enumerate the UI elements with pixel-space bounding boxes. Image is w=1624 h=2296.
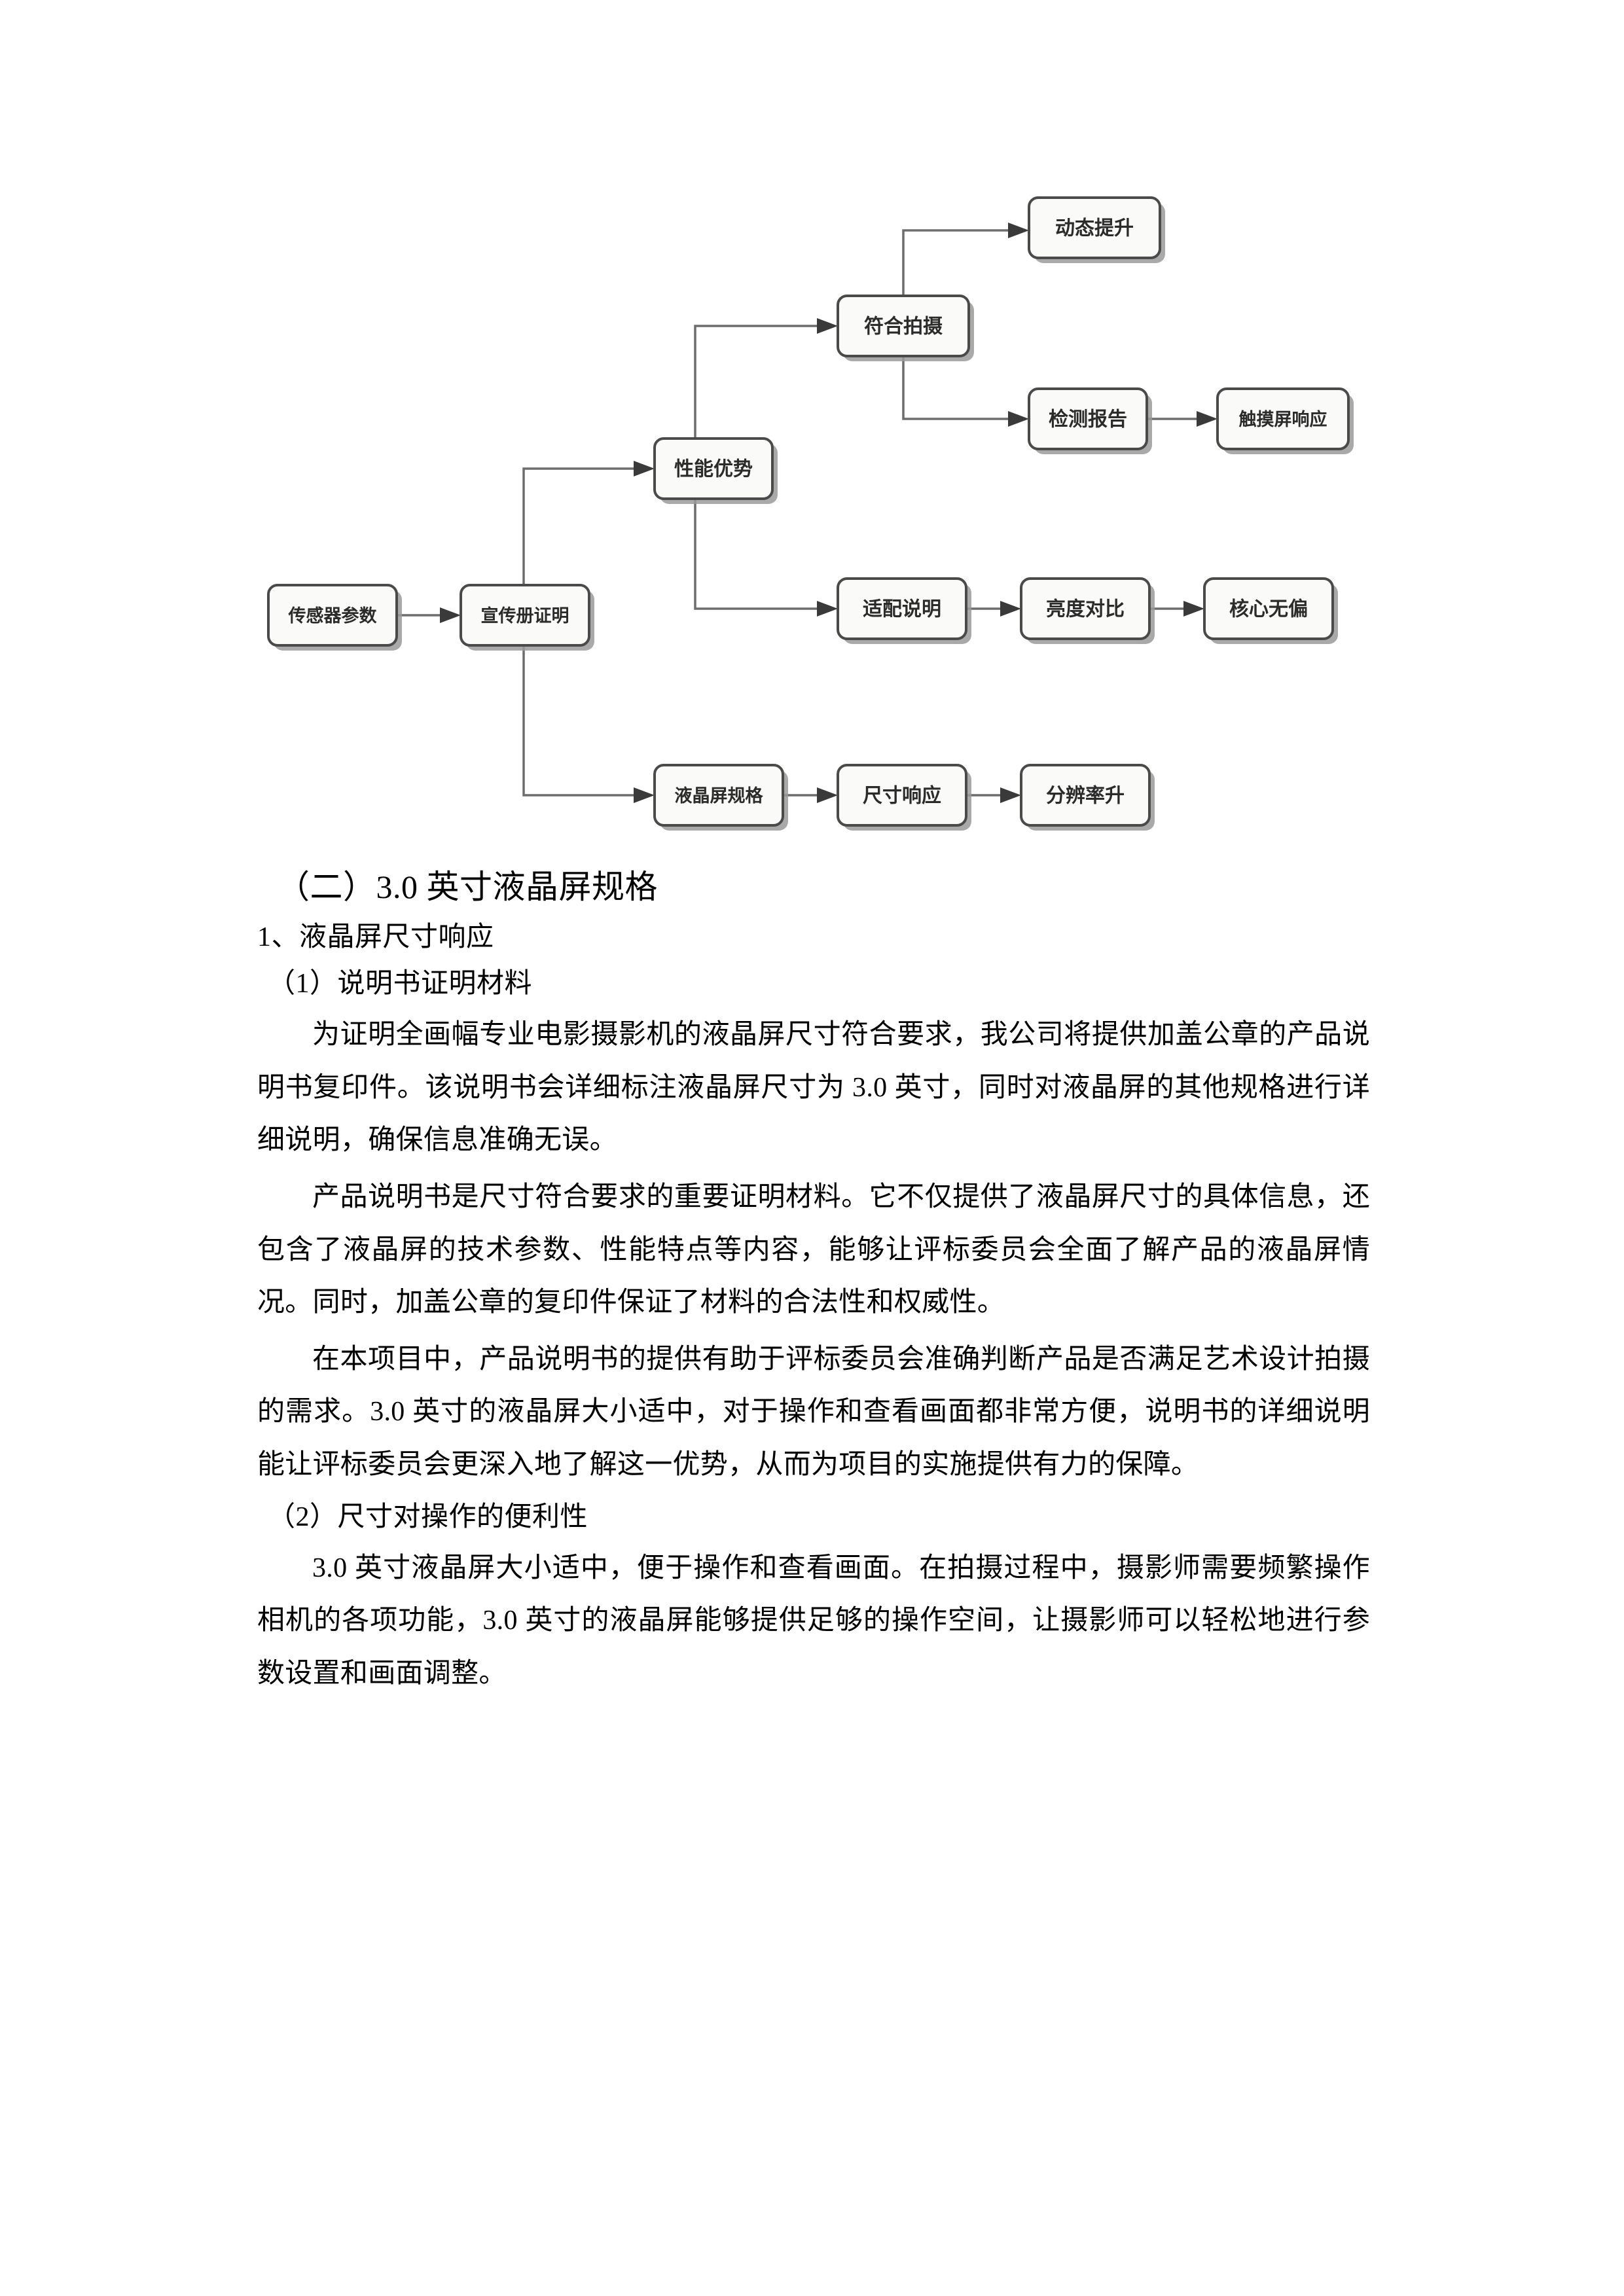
flow-node-sensor-params[interactable]: 传感器参数 <box>267 584 402 651</box>
flow-node-performance-advantage[interactable]: 性能优势 <box>653 437 778 504</box>
edge-performance-to-adaptation <box>694 499 817 610</box>
flow-node-label: 检测报告 <box>1049 408 1127 431</box>
flow-node-brochure-proof[interactable]: 宣传册证明 <box>460 584 594 651</box>
paragraph-1-3: 在本项目中，产品说明书的提供有助于评标委员会准确判断产品是否满足艺术设计拍摄的需… <box>257 1344 1370 1480</box>
arrowhead-brochure-to-lcdspec <box>634 787 655 803</box>
document-body: （二）3.0 英寸液晶屏规格 1、液晶屏尺寸响应 （1）说明书证明材料 为证明全… <box>257 864 1370 1704</box>
flowchart-edges <box>397 223 1218 803</box>
flow-node-adaptation-description[interactable]: 适配说明 <box>837 577 971 644</box>
flow-node-resolution-up[interactable]: 分辨率升 <box>1020 764 1155 831</box>
flow-node-lcd-spec[interactable]: 液晶屏规格 <box>653 764 788 831</box>
flow-node-label: 性能优势 <box>674 459 753 480</box>
flowchart-diagram: 动态提升 符合拍摄 检测报告 触摸屏响应 <box>0 0 1624 851</box>
flow-node-label: 亮度对比 <box>1046 599 1125 620</box>
flow-node-test-report[interactable]: 检测报告 <box>1028 387 1152 454</box>
arrowhead-lcdspec-to-sizeresp <box>817 787 838 803</box>
arrowhead-meets-to-testreport <box>1008 411 1029 427</box>
paragraph-2-1: 3.0 英寸液晶屏大小适中，便于操作和查看画面。在拍摄过程中，摄影师需要频繁操作… <box>257 1552 1370 1689</box>
flow-node-label: 符合拍摄 <box>864 315 943 338</box>
flow-node-touchscreen-response[interactable]: 触摸屏响应 <box>1216 387 1354 454</box>
arrowhead-brochure-to-performance <box>634 461 655 476</box>
flow-node-size-response[interactable]: 尺寸响应 <box>837 764 971 831</box>
edge-brochure-to-performance <box>522 467 634 585</box>
flow-node-label: 核心无偏 <box>1229 599 1308 620</box>
arrowhead-sizeresp-to-resolution <box>1000 787 1021 803</box>
flow-node-label: 宣传册证明 <box>481 605 569 626</box>
flow-node-meets-shooting[interactable]: 符合拍摄 <box>837 295 974 361</box>
section-heading: （二）3.0 英寸液晶屏规格 <box>277 869 658 905</box>
arrowhead-sensor-to-brochure <box>440 607 461 623</box>
flow-node-dynamic-boost[interactable]: 动态提升 <box>1028 196 1165 263</box>
paragraph-1-1: 为证明全画幅专业电影摄影机的液晶屏尺寸符合要求，我公司将提供加盖公章的产品说明书… <box>257 1020 1370 1156</box>
arrowhead-adaptation-to-brightness <box>1000 601 1021 617</box>
item-heading-2: （2）尺寸对操作的便利性 <box>268 1501 588 1532</box>
flow-node-brightness-comparison[interactable]: 亮度对比 <box>1020 577 1155 644</box>
edge-performance-to-meets <box>694 325 817 439</box>
flow-node-label: 触摸屏响应 <box>1239 409 1327 429</box>
flow-node-label: 液晶屏规格 <box>675 786 764 806</box>
item-heading-1: （1）说明书证明材料 <box>268 969 533 999</box>
arrowhead-performance-to-adaptation <box>817 601 838 617</box>
arrowhead-brightness-to-core <box>1183 601 1204 617</box>
arrowhead-meets-to-dynamic <box>1008 223 1029 238</box>
flow-node-label: 适配说明 <box>863 599 941 620</box>
arrowhead-performance-to-meets <box>817 318 838 334</box>
edge-meets-to-dynamic <box>902 229 1008 296</box>
sub-heading: 1、液晶屏尺寸响应 <box>257 922 494 952</box>
edge-meets-to-testreport <box>902 356 1008 420</box>
flow-node-label: 尺寸响应 <box>863 785 941 807</box>
flow-node-core-no-bias[interactable]: 核心无偏 <box>1203 577 1338 644</box>
flow-node-label: 分辨率升 <box>1046 785 1125 807</box>
edge-brochure-to-lcdspec <box>522 645 634 797</box>
flow-node-label: 传感器参数 <box>288 605 378 626</box>
paragraph-1-2: 产品说明书是尺寸符合要求的重要证明材料。它不仅提供了液晶屏尺寸的具体信息，还包含… <box>257 1181 1370 1318</box>
flow-node-label: 动态提升 <box>1055 218 1134 240</box>
arrowhead-testreport-to-touchscreen <box>1197 411 1218 427</box>
